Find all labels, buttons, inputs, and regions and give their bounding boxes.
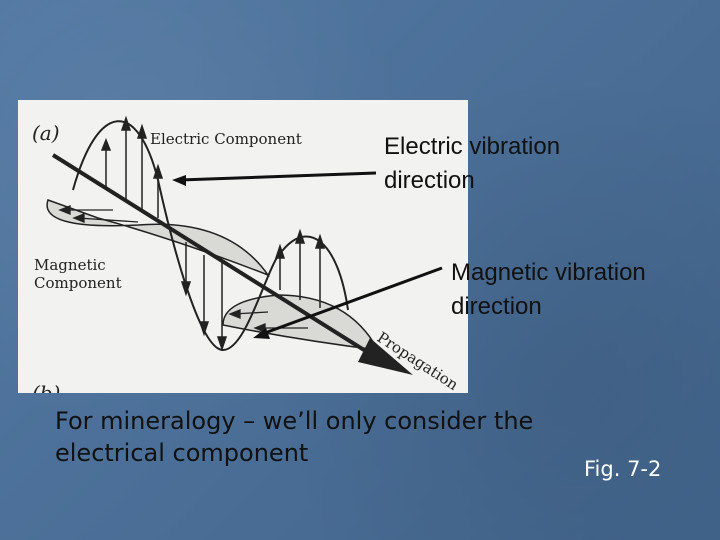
- mineralogy-note: For mineralogy – we’ll only consider the…: [55, 405, 575, 469]
- magnetic-lobe-upper: [46, 199, 271, 277]
- electric-vibration-callout: Electric vibration direction: [384, 130, 560, 198]
- electric-pointer-line: [179, 171, 377, 182]
- electric-pointer-arrowhead: [172, 175, 186, 186]
- em-wave-diagram: (a) Electric Component Magnetic Componen…: [32, 115, 462, 393]
- note-line2: electrical component: [55, 439, 309, 467]
- magnetic-arrows: [58, 205, 308, 333]
- note-line1: For mineralogy – we’ll only consider the: [55, 407, 534, 435]
- magnetic-vibration-callout: Magnetic vibration direction: [451, 256, 646, 324]
- electric-arrows: [100, 115, 326, 352]
- magnetic-component-label-line1: Magnetic: [34, 256, 106, 274]
- electric-callout-line1: Electric vibration: [384, 133, 561, 160]
- propagation-arrowhead: [358, 338, 413, 375]
- magnetic-pointer-arrowhead: [253, 328, 270, 339]
- panel-a-label: (a): [32, 121, 60, 145]
- electric-wave: [72, 120, 349, 352]
- figure-number: Fig. 7-2: [584, 457, 662, 481]
- electric-callout-line2: direction: [384, 167, 475, 194]
- magnetic-component-label-line2: Component: [34, 274, 122, 292]
- panel-b-label: (b): [32, 381, 60, 393]
- magnetic-callout-line1: Magnetic vibration: [451, 259, 646, 286]
- electric-component-label: Electric Component: [150, 130, 302, 148]
- wave-figure: (a) Electric Component Magnetic Componen…: [18, 100, 468, 393]
- propagation-axis: [51, 153, 390, 367]
- magnetic-callout-line2: direction: [451, 293, 542, 320]
- magnetic-pointer-line: [261, 266, 443, 336]
